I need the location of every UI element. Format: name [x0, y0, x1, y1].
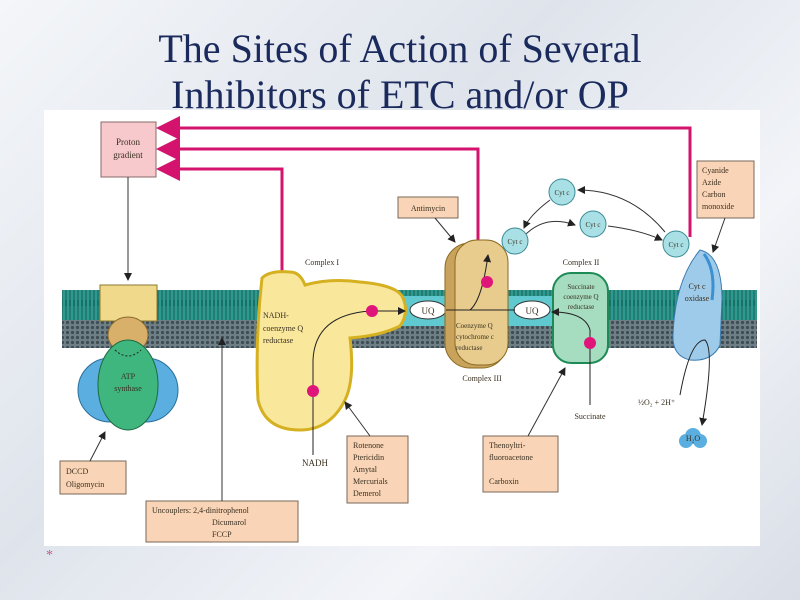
- svg-text:coenzyme Q: coenzyme Q: [263, 324, 303, 333]
- title-line-1: The Sites of Action of Several: [158, 26, 642, 71]
- cytochrome-c-cycle: Cyt c Cyt c Cyt c Cyt c: [501, 178, 690, 258]
- complex-ii: Complex II Succinate coenzyme Q reductas…: [551, 258, 609, 421]
- svg-text:Dicumarol: Dicumarol: [212, 518, 247, 527]
- svg-text:Oligomycin: Oligomycin: [66, 480, 104, 489]
- electron-icon: [481, 276, 493, 288]
- complex-i: Complex I NADH- coenzyme Q reductase NAD…: [255, 258, 407, 468]
- svg-text:H₂O: H₂O: [686, 434, 701, 443]
- electron-icon: [307, 385, 319, 397]
- electron-icon: [366, 305, 378, 317]
- svg-text:Coenzyme Q: Coenzyme Q: [456, 322, 493, 330]
- svg-text:Rotenone: Rotenone: [353, 441, 384, 450]
- svg-text:Demerol: Demerol: [353, 489, 382, 498]
- svg-text:Cyt c: Cyt c: [508, 238, 523, 246]
- inhibitor-thenoyltrifluoroacetone: Thenoyltri- fluoroacetone Carboxin: [482, 367, 566, 493]
- inhibitor-cyanide: Cyanide Azide Carbon monoxide: [696, 160, 755, 253]
- svg-text:Thenoyltri-: Thenoyltri-: [489, 441, 526, 450]
- svg-text:NADH-: NADH-: [263, 311, 289, 320]
- svg-text:DCCD: DCCD: [66, 467, 88, 476]
- svg-text:monoxide: monoxide: [702, 202, 734, 211]
- svg-text:Cyt c: Cyt c: [555, 189, 570, 197]
- svg-text:FCCP: FCCP: [212, 530, 232, 539]
- slide-title: The Sites of Action of Several Inhibitor…: [0, 26, 800, 118]
- svg-text:UQ: UQ: [526, 306, 539, 316]
- svg-text:synthase: synthase: [114, 384, 142, 393]
- svg-text:Ptericidin: Ptericidin: [353, 453, 384, 462]
- cytochrome-c-oxidase: Cyt c oxidase ½O₂ + 2H⁺ H₂O: [638, 249, 723, 448]
- proton-gradient-box: Proton gradient: [100, 121, 157, 178]
- svg-text:Proton: Proton: [116, 137, 141, 147]
- title-line-2: Inhibitors of ETC and/or OP: [171, 72, 629, 117]
- svg-text:oxidase: oxidase: [685, 294, 710, 303]
- svg-text:Complex III: Complex III: [462, 374, 502, 383]
- svg-text:cytochrome c: cytochrome c: [456, 333, 494, 341]
- svg-text:Antimycin: Antimycin: [411, 204, 445, 213]
- svg-text:Carbon: Carbon: [702, 190, 726, 199]
- svg-text:Azide: Azide: [702, 178, 722, 187]
- inhibitor-uncouplers: Uncouplers: 2,4-dinitrophenol Dicumarol …: [145, 337, 299, 543]
- svg-text:coenzyme Q: coenzyme Q: [563, 293, 598, 301]
- electron-icon: [584, 337, 596, 349]
- svg-text:ATP: ATP: [121, 372, 136, 381]
- atp-synthase: ATP synthase: [77, 284, 179, 431]
- svg-text:Amytal: Amytal: [353, 465, 378, 474]
- svg-text:Cyt c: Cyt c: [669, 241, 684, 249]
- complex-iii: Coenzyme Q cytochrome c reductase Comple…: [444, 239, 515, 383]
- svg-text:reductase: reductase: [456, 344, 482, 352]
- svg-text:Cyt c: Cyt c: [586, 221, 601, 229]
- svg-text:Cyanide: Cyanide: [702, 166, 729, 175]
- svg-text:Complex I: Complex I: [305, 258, 339, 267]
- svg-text:½O₂ + 2H⁺: ½O₂ + 2H⁺: [638, 398, 675, 407]
- svg-text:Complex II: Complex II: [563, 258, 600, 267]
- proton-pump-arrows: [156, 116, 692, 275]
- inhibitor-antimycin: Antimycin: [397, 196, 459, 243]
- svg-text:fluoroacetone: fluoroacetone: [489, 453, 533, 462]
- svg-text:Cyt c: Cyt c: [688, 282, 706, 291]
- ubiquinone: UQ UQ: [409, 300, 551, 320]
- svg-text:Succinate: Succinate: [567, 283, 594, 291]
- svg-text:UQ: UQ: [422, 306, 435, 316]
- inhibitor-oligomycin: DCCD Oligomycin: [59, 431, 127, 495]
- svg-text:gradient: gradient: [113, 150, 143, 160]
- svg-text:Mercurials: Mercurials: [353, 477, 388, 486]
- footer-mark: *: [46, 548, 53, 563]
- svg-text:Uncouplers: 2,4-dinitrophenol: Uncouplers: 2,4-dinitrophenol: [152, 506, 250, 515]
- membrane: [62, 290, 757, 348]
- svg-text:reductase: reductase: [568, 303, 594, 311]
- svg-text:reductase: reductase: [263, 336, 294, 345]
- svg-text:Succinate: Succinate: [574, 412, 606, 421]
- svg-text:NADH: NADH: [302, 458, 328, 468]
- inhibitor-rotenone: Rotenone Ptericidin Amytal Mercurials De…: [344, 401, 409, 504]
- svg-text:Carboxin: Carboxin: [489, 477, 519, 486]
